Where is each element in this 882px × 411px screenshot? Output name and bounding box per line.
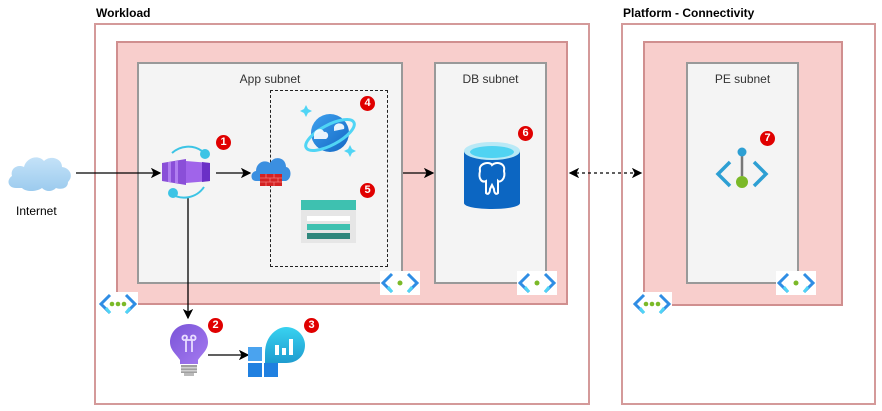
subnet-icon <box>517 271 557 295</box>
cosmos-db-icon[interactable] <box>300 105 360 161</box>
subnet-icon <box>380 271 420 295</box>
pe-subnet-label: PE subnet <box>714 72 771 86</box>
badge-7: 7 <box>760 131 775 146</box>
vnet-icon <box>98 292 138 316</box>
badge-6: 6 <box>518 126 533 141</box>
cloud-icon <box>8 157 71 191</box>
storage-icon[interactable] <box>301 200 357 244</box>
badge-4: 4 <box>360 96 375 111</box>
badge-2: 2 <box>208 318 223 333</box>
log-analytics-icon[interactable] <box>248 325 306 379</box>
badge-5: 5 <box>360 183 375 198</box>
postgresql-icon[interactable] <box>462 141 522 213</box>
platform-title: Platform - Connectivity <box>623 6 755 20</box>
badge-1: 1 <box>216 135 231 150</box>
app-subnet-label: App subnet <box>239 72 301 86</box>
internet-label: Internet <box>16 204 57 218</box>
badge-3: 3 <box>304 318 319 333</box>
vnet-icon <box>632 292 672 316</box>
db-subnet-label: DB subnet <box>462 72 519 86</box>
subnet-icon <box>776 271 816 295</box>
container-app-icon[interactable] <box>158 145 216 201</box>
application-insights-icon[interactable] <box>168 322 210 378</box>
workload-title: Workload <box>96 6 151 20</box>
private-endpoint-icon[interactable] <box>714 147 770 192</box>
cloud-firewall-icon[interactable] <box>250 155 292 191</box>
